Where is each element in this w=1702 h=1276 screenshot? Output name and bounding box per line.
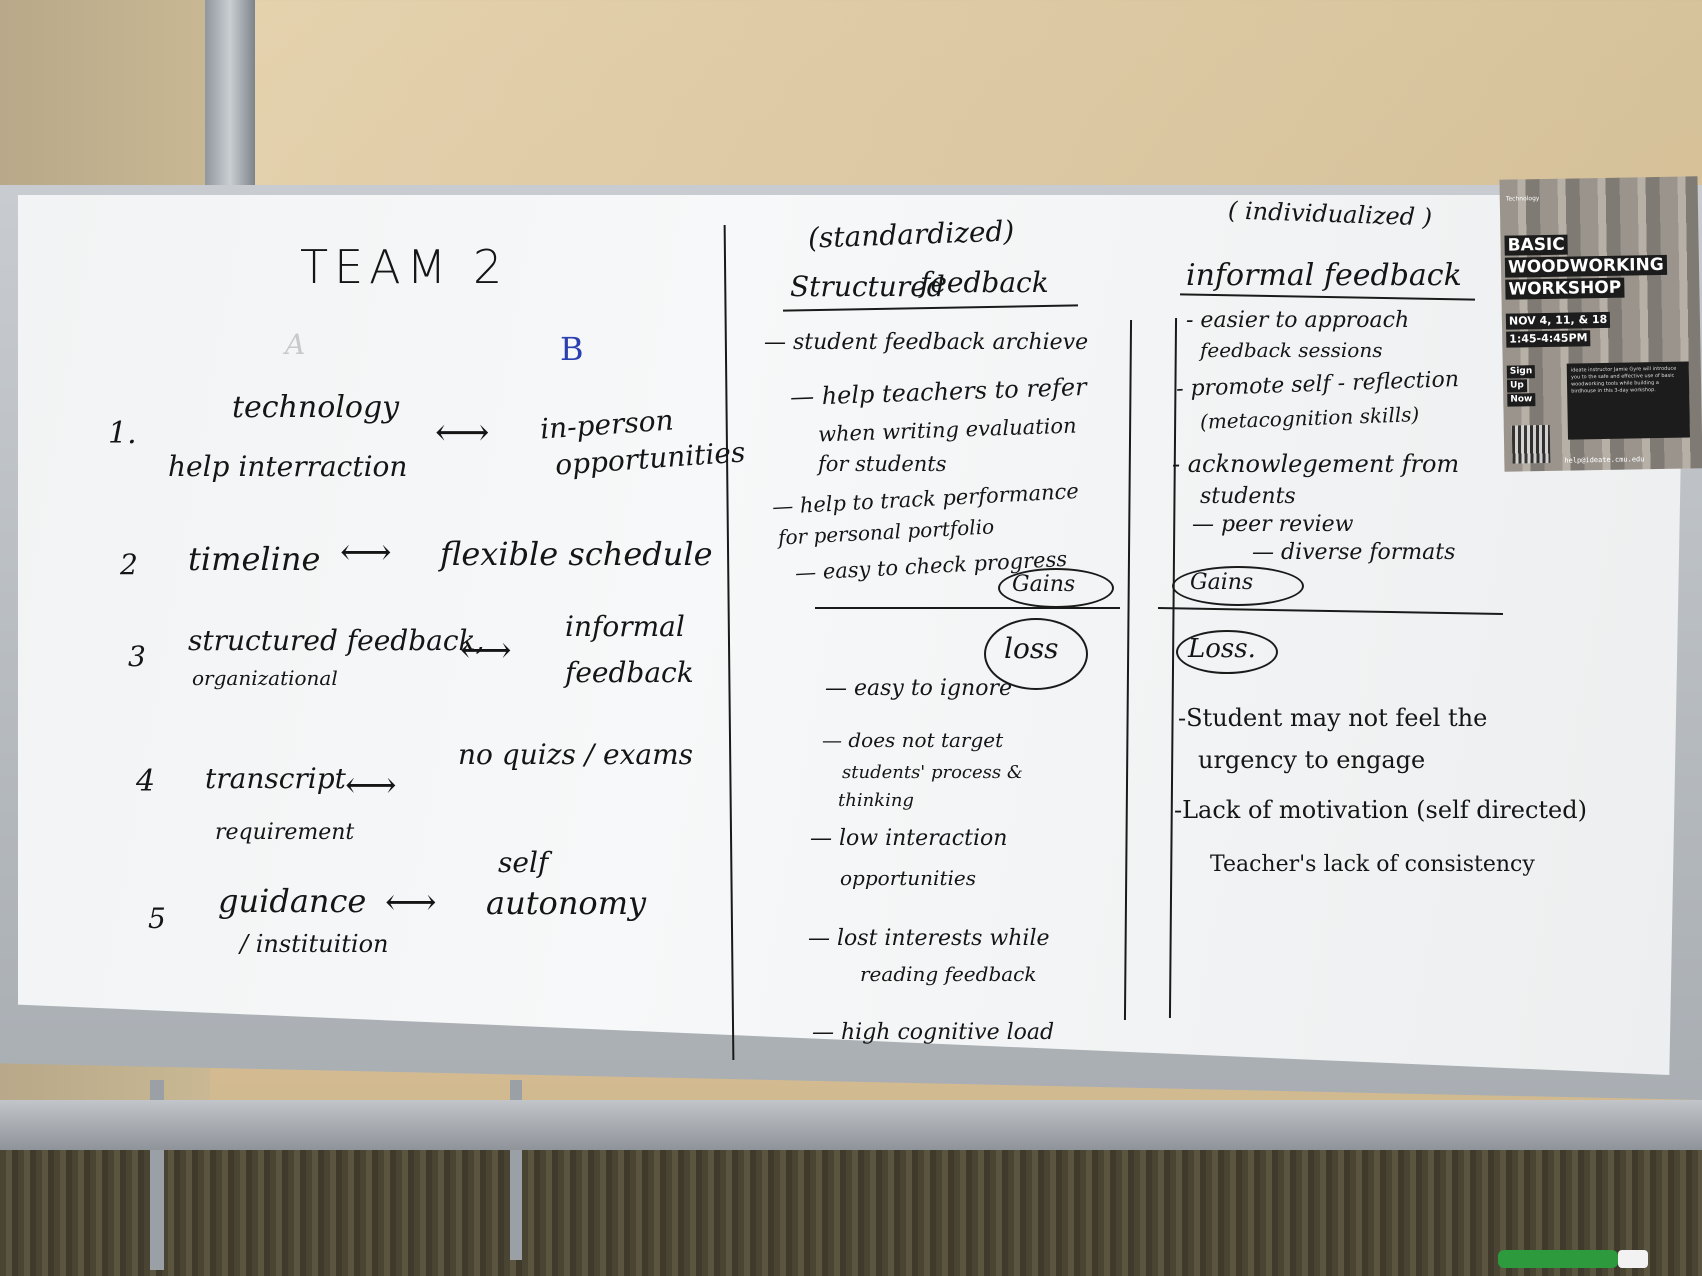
gains-item: — peer review	[1192, 512, 1354, 537]
loss-circle	[984, 618, 1088, 690]
poster-tag: Technology	[1505, 195, 1540, 203]
loss-item: -Lack of motivation (self directed)	[1174, 796, 1587, 824]
row-a-text: structured feedback,	[188, 624, 485, 657]
poster-times: 1:45-4:45PM	[1506, 330, 1591, 348]
double-arrow: ⟷	[340, 532, 392, 573]
partition-frame	[205, 0, 255, 200]
loss-item: — easy to ignore	[825, 676, 1012, 701]
poster-title-line: WOODWORKING	[1504, 254, 1667, 278]
poster-title-line: BASIC	[1504, 234, 1568, 256]
loss-item: opportunities	[840, 866, 976, 890]
loss-circle	[1176, 630, 1278, 674]
row-b-text: no quizs / exams	[458, 738, 694, 771]
whiteboard-surface	[18, 195, 1686, 1075]
row-b-subtext: feedback	[565, 656, 694, 689]
column-heading-informal: informal feedback	[1186, 258, 1462, 293]
marker-tray	[0, 1100, 1702, 1150]
row-number: 2	[120, 548, 138, 581]
row-number: 4	[136, 764, 156, 799]
double-arrow: ⟷	[385, 882, 437, 923]
loss-item: thinking	[838, 790, 914, 811]
gains-item: - easier to approach	[1186, 308, 1410, 333]
row-a-text: technology	[232, 390, 400, 425]
double-arrow: ⟷	[460, 630, 512, 671]
row-b-text: flexible schedule	[440, 535, 713, 573]
gains-item: for students	[818, 452, 947, 476]
poster-signup: Up	[1506, 379, 1527, 393]
gains-circle	[998, 568, 1114, 608]
gains-item: — diverse formats	[1252, 540, 1456, 565]
loss-item: reading feedback	[860, 962, 1037, 986]
gains-item: students	[1200, 484, 1296, 509]
gains-item: feedback sessions	[1200, 338, 1383, 362]
double-arrow: ⟷	[435, 410, 490, 454]
carpet-floor	[0, 1150, 1702, 1276]
loss-item: students' process &	[842, 762, 1023, 783]
column-b-label: B	[560, 330, 584, 368]
wall	[0, 0, 1702, 220]
qr-code-icon	[1511, 424, 1551, 464]
gains-label: Gains	[1190, 570, 1254, 595]
loss-item: -Student may not feel the	[1178, 704, 1488, 732]
poster-description: ideate instructor Jamie Gyre will introd…	[1566, 361, 1690, 440]
loss-item: urgency to engage	[1198, 746, 1426, 774]
column-a-label: A	[285, 328, 306, 361]
workshop-poster: Technology BASIC WOODWORKING WORKSHOP NO…	[1499, 176, 1702, 472]
row-a-text: timeline	[188, 540, 321, 578]
loss-item: — lost interests while	[808, 926, 1050, 951]
poster-signup: Now	[1507, 393, 1536, 407]
row-a-subtext: / instituition	[240, 930, 389, 958]
loss-item: — does not target	[822, 728, 1004, 752]
gains-item: - acknowlegement from	[1172, 450, 1460, 478]
row-a-subtext: requirement	[215, 820, 355, 845]
poster-dates: NOV 4, 11, & 18	[1505, 311, 1611, 330]
column-heading-structured: Structured	[790, 270, 945, 303]
loss-item: — high cognitive load	[812, 1020, 1055, 1045]
poster-url: help@ideate.cmu.edu	[1564, 455, 1645, 465]
loss-label: Loss.	[1188, 634, 1256, 664]
row-b-subtext: autonomy	[486, 884, 647, 922]
row-b-text: informal	[565, 610, 685, 643]
marker-cap	[1618, 1250, 1648, 1268]
gains-loss-separator	[815, 607, 1120, 609]
column-heading-feedback: feedback	[920, 266, 1049, 299]
row-number: 1.	[108, 416, 137, 451]
loss-item: Teacher's lack of consistency	[1210, 852, 1535, 877]
board-title: TEAM 2	[300, 240, 509, 294]
marker-pen	[1498, 1250, 1618, 1268]
double-arrow: ⟷	[345, 765, 397, 806]
row-a-text: transcript	[205, 762, 346, 795]
gains-label: Gains	[1012, 572, 1076, 597]
row-number: 3	[128, 640, 146, 673]
gains-circle	[1172, 566, 1304, 606]
poster-title-line: WORKSHOP	[1505, 277, 1625, 300]
row-a-subtext: organizational	[192, 666, 338, 690]
row-b-text: self	[498, 846, 549, 879]
row-a-text: guidance	[218, 882, 367, 920]
loss-label: loss	[1004, 632, 1059, 665]
poster-signup: Sign	[1506, 365, 1536, 379]
loss-item: — low interaction	[810, 826, 1008, 851]
gains-item: — student feedback archieve	[764, 330, 1089, 355]
row-a-subtext: help interraction	[168, 450, 408, 483]
row-number: 5	[148, 902, 166, 935]
